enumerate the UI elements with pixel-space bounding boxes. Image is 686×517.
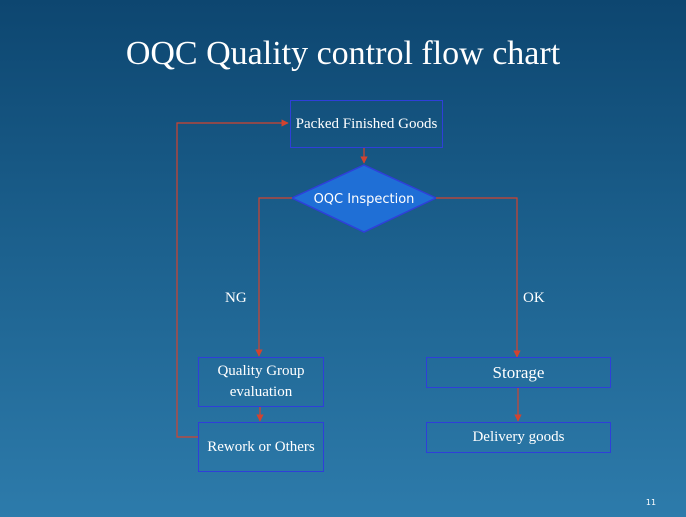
- connector-ng: [255, 197, 292, 357]
- edge-label-ok: OK: [523, 290, 545, 306]
- storage-box: Storage: [426, 357, 611, 388]
- edge-label-ng: NG: [225, 290, 247, 306]
- connector-rework-loop: [176, 119, 289, 438]
- packed-finished-goods-label: Packed Finished Goods: [295, 115, 438, 132]
- rework-or-others-box: Rework or Others: [198, 422, 324, 472]
- delivery-goods-box: Delivery goods: [426, 422, 611, 453]
- rework-or-others-label: Rework or Others: [207, 438, 315, 455]
- inspection-label: OQC Inspection: [313, 192, 415, 207]
- slide-title: OQC Quality control flow chart: [125, 35, 561, 72]
- page-number: 11: [645, 498, 657, 507]
- connector-ok: [436, 197, 521, 358]
- quality-group-evaluation-label: Quality Group evaluation: [217, 363, 305, 400]
- quality-group-evaluation-box: Quality Group evaluation: [198, 357, 324, 407]
- delivery-goods-label: Delivery goods: [472, 429, 565, 445]
- packed-finished-goods-box: Packed Finished Goods: [290, 100, 443, 148]
- storage-label: Storage: [492, 363, 545, 382]
- inspection-diamond: [290, 164, 438, 233]
